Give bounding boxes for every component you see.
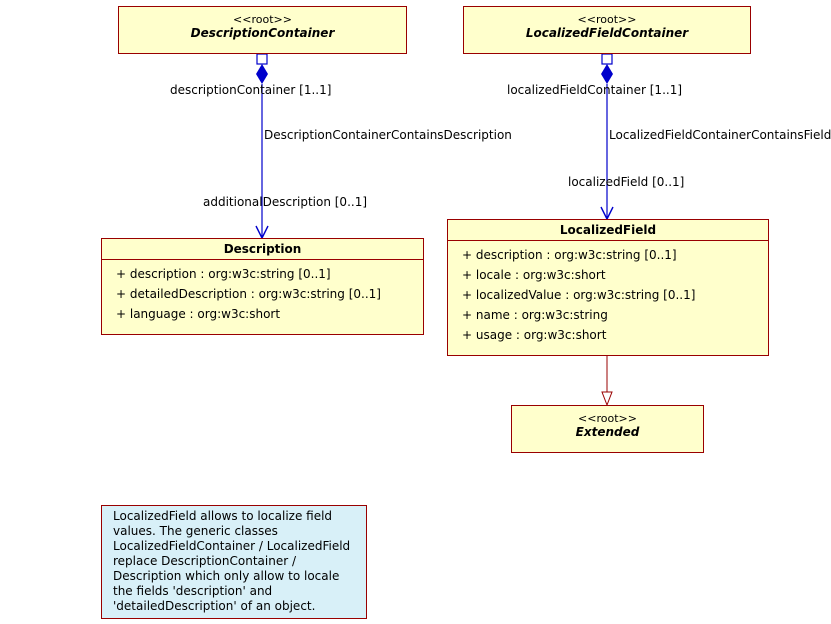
class-name: LocalizedField bbox=[559, 223, 657, 237]
qualifier-square bbox=[256, 53, 268, 65]
composition-diamond bbox=[256, 64, 268, 84]
association-name-label: LocalizedFieldContainerContainsField bbox=[609, 128, 831, 142]
class-name: Description bbox=[223, 242, 302, 256]
attribute: + name : org:w3c:string bbox=[462, 308, 608, 322]
stereotype-label: <<root>> bbox=[577, 13, 637, 26]
source-role-label: descriptionContainer [1..1] bbox=[170, 83, 332, 97]
class-name: LocalizedFieldContainer bbox=[525, 26, 689, 40]
class-localized-field-container[interactable]: <<root>> LocalizedFieldContainer bbox=[463, 6, 751, 54]
stereotype-label: <<root>> bbox=[233, 13, 292, 26]
attribute: + detailedDescription : org:w3c:string [… bbox=[116, 287, 381, 301]
class-name: DescriptionContainer bbox=[190, 26, 335, 40]
class-extended[interactable]: <<root>> Extended bbox=[511, 405, 704, 453]
composition-diamond bbox=[601, 64, 613, 84]
class-description-container[interactable]: <<root>> DescriptionContainer bbox=[118, 6, 407, 54]
attribute: + usage : org:w3c:short bbox=[462, 328, 607, 342]
stereotype-label: <<root>> bbox=[578, 412, 637, 425]
generalization-triangle bbox=[601, 391, 613, 407]
association-name-label: DescriptionContainerContainsDescription bbox=[264, 128, 512, 142]
target-role-label: localizedField [0..1] bbox=[568, 175, 685, 189]
qualifier-square bbox=[601, 53, 613, 65]
class-localized-field[interactable]: LocalizedField + description : org:w3c:s… bbox=[447, 219, 769, 356]
generalization bbox=[601, 355, 613, 407]
association-description bbox=[255, 53, 269, 240]
class-name: Extended bbox=[575, 425, 640, 439]
class-description[interactable]: Description + description : org:w3c:stri… bbox=[101, 238, 424, 335]
source-role-label: localizedFieldContainer [1..1] bbox=[507, 83, 683, 97]
target-role-label: additionalDescription [0..1] bbox=[203, 195, 368, 209]
note[interactable]: LocalizedField allows to localize field … bbox=[101, 505, 367, 619]
attribute: + localizedValue : org:w3c:string [0..1] bbox=[462, 288, 696, 302]
attribute-list: + description : org:w3c:string [0..1] + … bbox=[448, 240, 768, 345]
attribute: + locale : org:w3c:short bbox=[462, 268, 606, 282]
attribute: + language : org:w3c:short bbox=[116, 307, 281, 321]
attribute-list: + description : org:w3c:string [0..1] + … bbox=[102, 259, 423, 324]
attribute: + description : org:w3c:string [0..1] bbox=[116, 267, 331, 281]
attribute: + description : org:w3c:string [0..1] bbox=[462, 248, 677, 262]
